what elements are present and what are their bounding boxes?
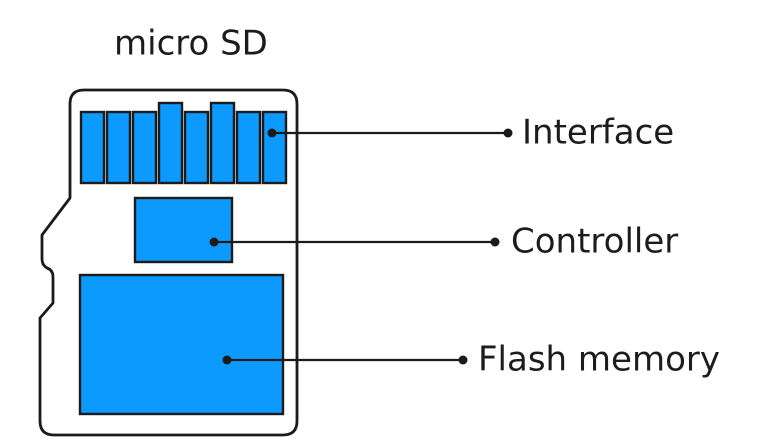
interface-pin-7: [235, 110, 262, 185]
diagram-title: micro SD: [114, 23, 268, 64]
interface-pins: [79, 101, 288, 185]
controller-connector-start-dot: [209, 237, 219, 247]
interface-pin-2: [105, 110, 132, 185]
controller-connector: [209, 237, 500, 247]
interface-pin-4: [157, 101, 184, 185]
flash-memory-block: [78, 273, 285, 416]
flash-memory-connector: [222, 355, 468, 365]
label-controller: Controller: [511, 221, 679, 262]
interface-connector-start-dot: [267, 128, 277, 138]
interface-connector: [267, 128, 513, 138]
controller-connector-end-dot: [490, 237, 500, 247]
interface-connector-end-dot: [503, 128, 513, 138]
interface-pin-1: [79, 110, 106, 185]
label-interface: Interface: [522, 112, 675, 153]
interface-pin-3: [131, 110, 158, 185]
flash-connector-end-dot: [458, 355, 468, 365]
controller-block: [133, 196, 234, 264]
interface-pin-5: [183, 110, 210, 185]
flash-connector-start-dot: [222, 355, 232, 365]
label-flash-memory: Flash memory: [478, 339, 720, 380]
interface-pin-8: [261, 110, 288, 185]
interface-pin-6: [209, 101, 236, 185]
